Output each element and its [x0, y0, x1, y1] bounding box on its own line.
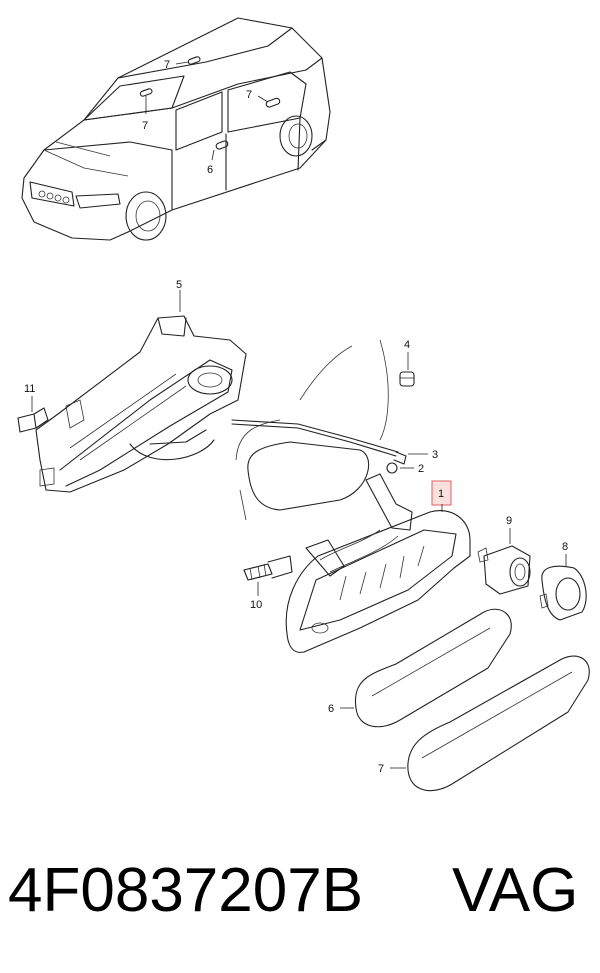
callout-3: 3: [432, 449, 438, 461]
callout-6-car: 6: [207, 164, 213, 176]
callout-9: 9: [506, 515, 512, 527]
callout-4: 4: [404, 339, 410, 351]
part-11-clip: [17, 407, 49, 433]
callout-8: 8: [562, 541, 568, 553]
callout-11: 11: [24, 383, 35, 395]
callout-5: 5: [176, 279, 182, 291]
handle-carrier-bracket: [35, 315, 247, 493]
part-2-clip: [386, 462, 398, 474]
part-8-cylinder-cap: [539, 565, 587, 621]
car-illustration: [21, 17, 331, 241]
part-4-grommet: [399, 371, 415, 387]
brand-label: VAG: [452, 856, 579, 925]
callout-7-rear: 7: [246, 89, 252, 101]
callout-7-roof: 7: [164, 59, 170, 71]
part-6-handle-cover: [354, 608, 512, 728]
part-number: 4F0837207B: [8, 856, 364, 925]
part-1-handle-frame: [285, 473, 471, 653]
part-10-screw: [243, 555, 293, 581]
callout-1-highlight: [431, 480, 452, 506]
part-9-lock-cylinder: [477, 545, 531, 595]
part-7-handle-cover: [407, 655, 590, 792]
part-3-rod: [231, 419, 407, 465]
callout-7: 7: [378, 763, 384, 775]
callout-1: 1: [438, 488, 444, 500]
callout-7-windshield: 7: [142, 120, 148, 132]
door-panel-cutout: [235, 339, 389, 521]
callout-2: 2: [418, 463, 424, 475]
callout-10: 10: [250, 599, 262, 611]
callout-6: 6: [328, 703, 334, 715]
